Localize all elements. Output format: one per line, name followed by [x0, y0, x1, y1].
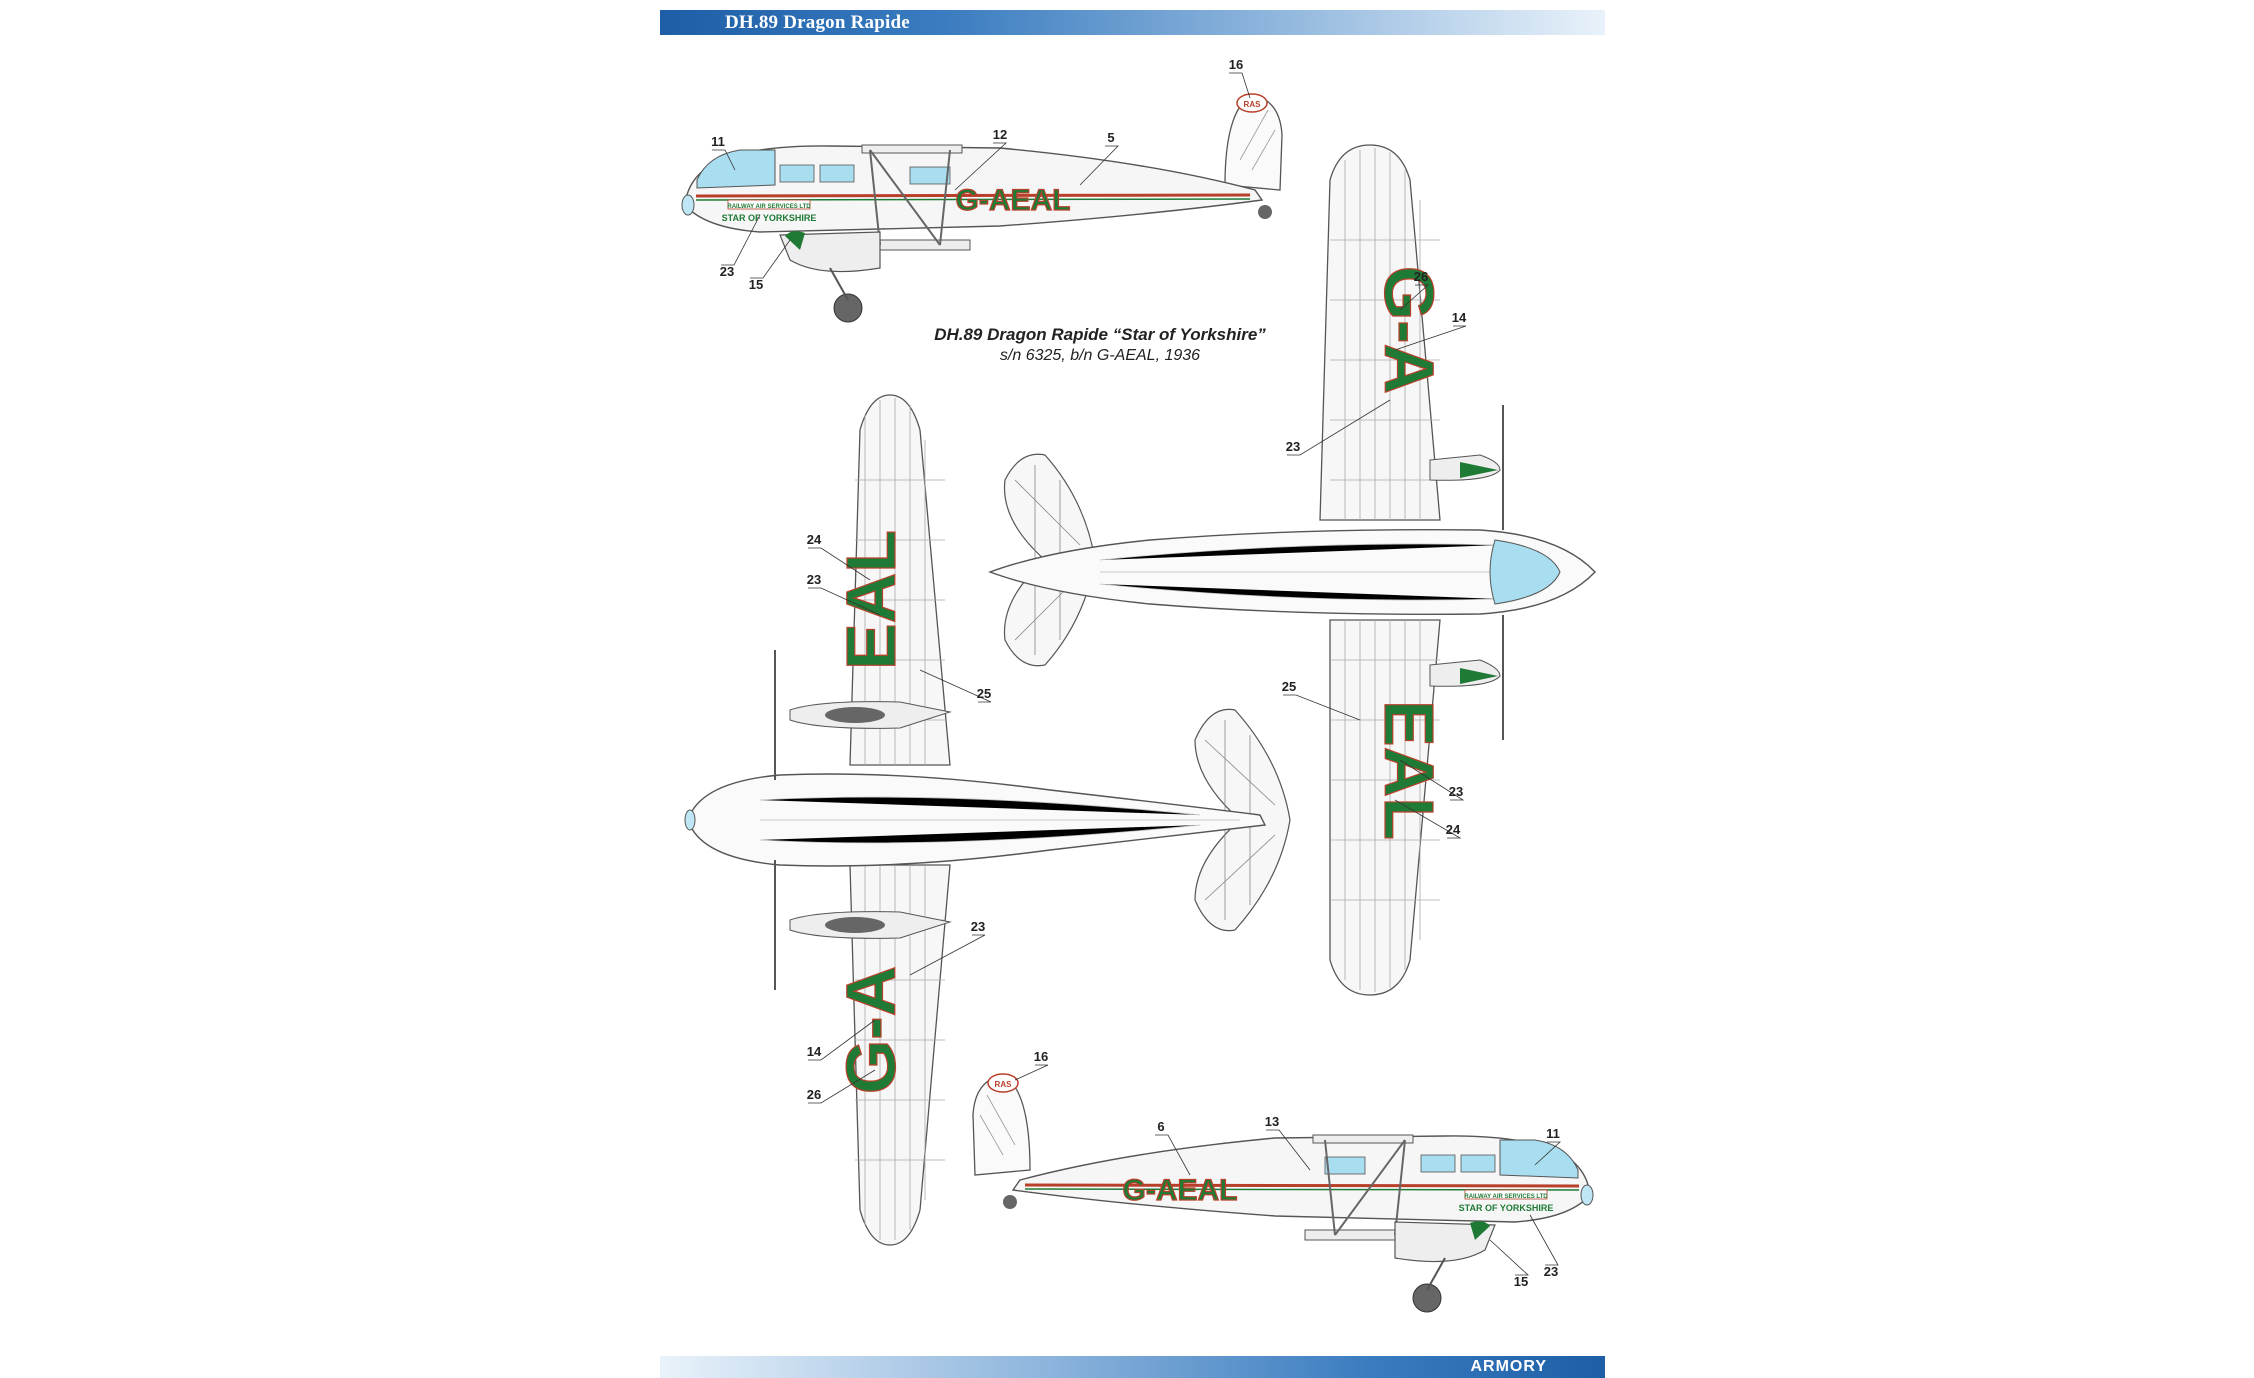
callout-11-top: 11 [711, 134, 725, 149]
brand-logo: ARMORY [1470, 1358, 1547, 1375]
tail-logo-top [1236, 93, 1268, 113]
callout-23-side-bottom: 23 [1544, 1264, 1558, 1279]
tail-logo-bottom [987, 1073, 1019, 1093]
callout-16-top: 16 [1229, 57, 1243, 72]
header-bar: DH.89 Dragon Rapide [660, 10, 1605, 35]
bottom-wing-letters-ga: G-A [832, 966, 910, 1094]
callout-15-top: 15 [749, 277, 763, 292]
callout-23-side-top: 23 [720, 264, 734, 279]
side-bottom-name: STAR OF YORKSHIRE [1459, 1203, 1554, 1213]
callout-25-bottom-view: 25 [977, 686, 991, 701]
side-view-bottom: RAS G-AEAL RAILWAY AIR SERVICES LTD STAR… [972, 1049, 1594, 1313]
caption-subtitle: s/n 6325, b/n G-AEAL, 1936 [999, 347, 1201, 364]
callout-12: 12 [993, 127, 1007, 142]
caption-title: DH.89 Dragon Rapide “Star of Yorkshire” [934, 325, 1266, 344]
side-top-registration: G-AEAL [956, 184, 1071, 217]
side-top-name: STAR OF YORKSHIRE [722, 213, 817, 223]
side-bottom-registration: G-AEAL [1123, 1174, 1238, 1207]
callout-26-top-view: 26 [1414, 269, 1428, 284]
top-wing-letters-ga: G-A [1370, 266, 1448, 394]
callout-16-bottom: 16 [1034, 1049, 1048, 1064]
top-view: G-A EAL 26 14 23 25 23 24 [987, 144, 1596, 996]
side-bottom-company: RAILWAY AIR SERVICES LTD [1464, 1194, 1548, 1200]
callout-6: 6 [1157, 1119, 1164, 1134]
callout-14-top-view: 14 [1452, 310, 1467, 325]
tail-logo-top-text: RAS [1244, 100, 1262, 109]
top-wing-letters-eal: EAL [1370, 700, 1448, 840]
callout-23-bottom-view-a: 23 [807, 572, 821, 587]
callout-15-bottom: 15 [1514, 1274, 1528, 1289]
footer-bar: ARMORY [660, 1356, 1605, 1378]
side-top-company: RAILWAY AIR SERVICES LTD [727, 204, 811, 210]
callout-24-bottom-view: 24 [807, 532, 822, 547]
callout-24-top-view: 24 [1446, 822, 1461, 837]
bottom-view: G-A EAL 24 23 25 23 14 26 [684, 394, 1291, 1246]
callout-11-bottom: 11 [1546, 1126, 1560, 1141]
callout-13: 13 [1265, 1114, 1279, 1129]
tail-logo-bottom-text: RAS [995, 1080, 1013, 1089]
callout-23-top-view-a: 23 [1286, 439, 1300, 454]
page-title: DH.89 Dragon Rapide [725, 12, 910, 33]
side-view-top: RAS G-AEAL RAILWAY AIR SERVICES LTD STAR… [681, 57, 1283, 323]
callout-26-bottom-view: 26 [807, 1087, 821, 1102]
callout-23-top-view-b: 23 [1449, 784, 1463, 799]
caption: DH.89 Dragon Rapide “Star of Yorkshire” … [900, 325, 1300, 365]
bottom-wing-letters-eal: EAL [832, 530, 910, 670]
callout-14-bottom-view: 14 [807, 1044, 822, 1059]
callout-25-top-view: 25 [1282, 679, 1296, 694]
callout-23-bottom-view-b: 23 [971, 919, 985, 934]
callout-5: 5 [1107, 130, 1114, 145]
